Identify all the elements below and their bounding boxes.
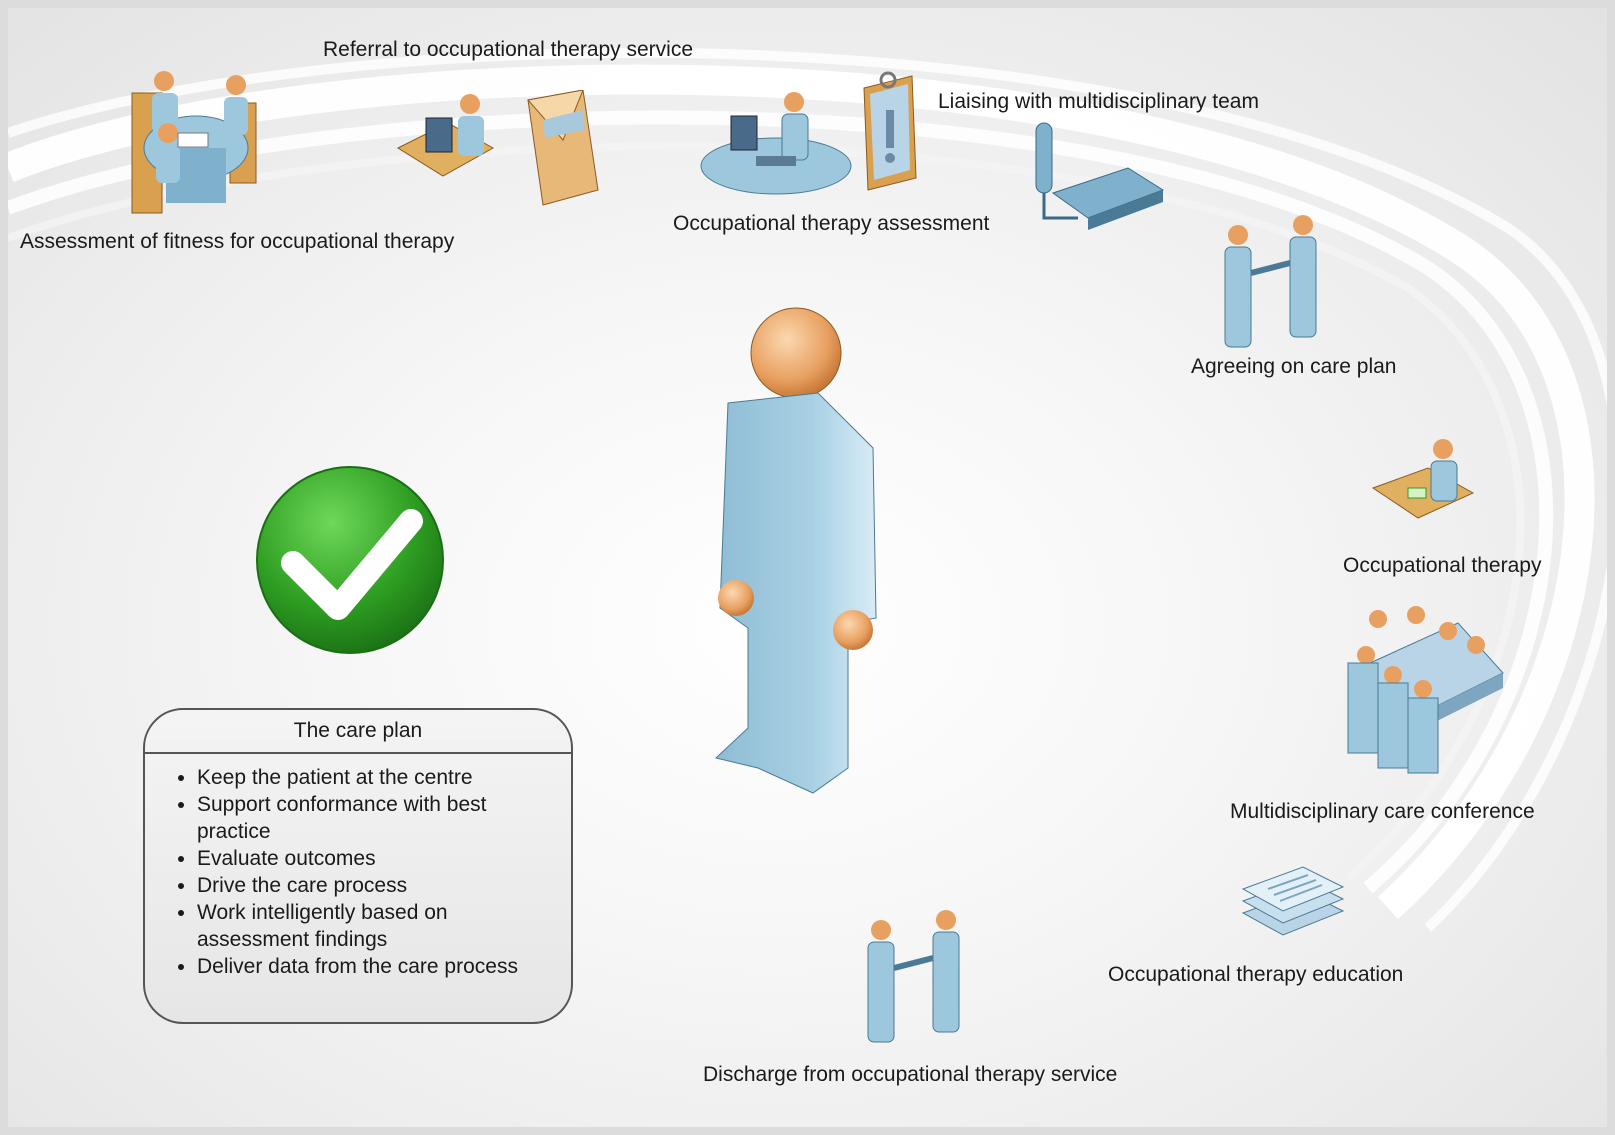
telephone-icon	[1035, 122, 1165, 230]
background-swoosh	[8, 47, 1607, 932]
step-label-conference: Multidisciplinary care conference	[1230, 800, 1535, 823]
diagram-canvas: Assessment of fitness for occupational t…	[8, 8, 1607, 1127]
step-label-agreeing: Agreeing on care plan	[1191, 355, 1397, 378]
envelope-icon	[527, 90, 599, 206]
care-plan-title: The care plan	[145, 710, 571, 754]
step-label-discharge: Discharge from occupational therapy serv…	[703, 1063, 1118, 1086]
care-plan-box: The care plan Keep the patient at the ce…	[143, 708, 573, 1024]
conference-table-icon	[1347, 606, 1504, 774]
meeting-table-icon	[131, 71, 257, 214]
list-item: Evaluate outcomes	[197, 845, 557, 872]
list-item: Work intelligently based on assessment f…	[197, 899, 557, 953]
document-stack-icon	[1241, 866, 1345, 936]
clipboard-alert-icon	[863, 71, 917, 191]
handshake-icon	[867, 910, 960, 1043]
step-label-referral: Referral to occupational therapy service	[323, 38, 694, 61]
step-label-liaising: Liaising with multidisciplinary team	[938, 90, 1259, 113]
list-item: Drive the care process	[197, 872, 557, 899]
checkmark-icon	[256, 466, 444, 654]
care-plan-list: Keep the patient at the centre Support c…	[197, 764, 557, 980]
list-item: Keep the patient at the centre	[197, 764, 557, 791]
handshake-icon	[1224, 215, 1317, 348]
workstation-icon	[700, 92, 852, 195]
list-item: Deliver data from the care process	[197, 953, 557, 980]
step-label-therapy: Occupational therapy	[1343, 554, 1542, 577]
desk-writer-icon	[1371, 439, 1475, 519]
list-item: Support conformance with best practice	[197, 791, 557, 845]
patient-figure-icon	[714, 307, 877, 794]
computer-user-icon	[396, 94, 495, 177]
step-label-education: Occupational therapy education	[1108, 963, 1404, 986]
step-label-assessment: Occupational therapy assessment	[673, 212, 990, 235]
step-label-fitness: Assessment of fitness for occupational t…	[20, 230, 455, 253]
